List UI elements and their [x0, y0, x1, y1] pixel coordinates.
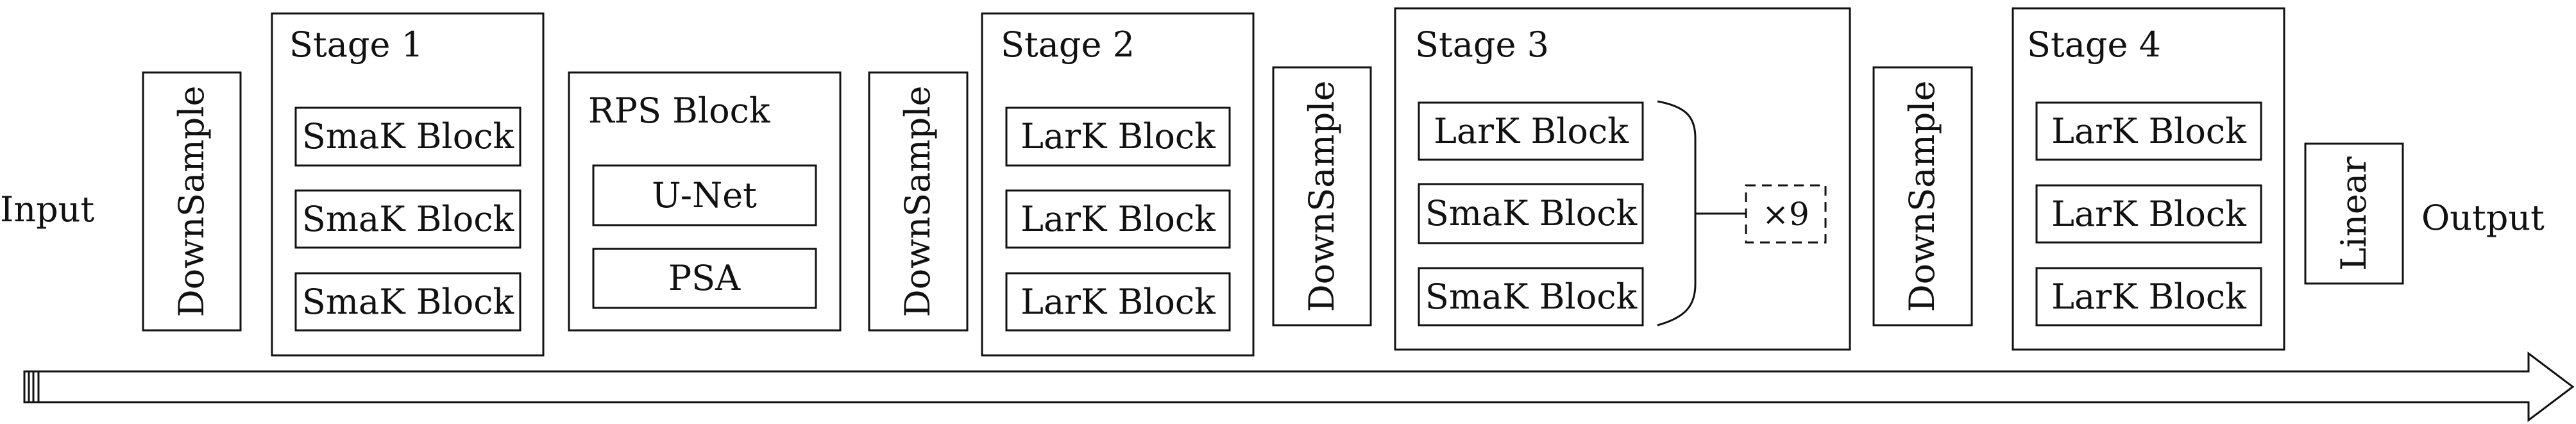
downsample-box-1: [142, 71, 242, 332]
stage4-box: [2012, 7, 2285, 351]
stage3-block-1-label: LarK Block: [1434, 111, 1629, 151]
downsample-label-2: DownSample: [897, 85, 938, 318]
downsample-box-3: [1272, 66, 1372, 326]
stage2-block-3-box: [1005, 272, 1231, 332]
stage1-block-1-box: [294, 106, 521, 167]
rps-unet-box: [592, 164, 817, 226]
stage3-block-1-box: [1418, 101, 1644, 161]
stage2-block-3-label: LarK Block: [1021, 282, 1216, 322]
stage4-title: Stage 4: [2027, 24, 2161, 65]
rps-psa-box: [592, 248, 817, 309]
stage3-box: [1394, 7, 1851, 351]
rps-unet-label: U-Net: [652, 175, 757, 216]
stage3-brace: [1657, 100, 1697, 326]
stage4-block-1-box: [2035, 101, 2262, 161]
rps-title: RPS Block: [588, 90, 770, 131]
stage3-title: Stage 3: [1415, 24, 1549, 65]
stage1-title: Stage 1: [289, 24, 423, 65]
stage1-block-2-label: SmaK Block: [301, 199, 514, 239]
downsample-label-4: DownSample: [1902, 80, 1942, 312]
rps-psa-label: PSA: [668, 258, 741, 298]
flow-arrow: [37, 351, 2575, 423]
stage4-block-3-box: [2035, 267, 2262, 326]
stage3-block-3-box: [1418, 267, 1644, 326]
rps-box: [568, 71, 842, 332]
stage3-repeat-label: ×9: [1762, 196, 1809, 233]
stage1-block-3-box: [294, 272, 521, 332]
stage3-repeat-box: [1745, 184, 1827, 244]
stage1-block-3-label: SmaK Block: [301, 282, 514, 322]
linear-label: Linear: [2334, 157, 2374, 271]
stage3-block-3-label: SmaK Block: [1425, 276, 1638, 317]
downsample-box-4: [1872, 66, 1973, 326]
stage3-block-2-box: [1418, 183, 1644, 244]
stage4-block-2-box: [2035, 184, 2262, 244]
linear-box: [2304, 142, 2404, 285]
stage2-block-1-box: [1005, 106, 1231, 167]
stage1-box: [271, 12, 545, 357]
downsample-box-2: [868, 71, 969, 332]
stage3-block-2-label: SmaK Block: [1425, 193, 1638, 233]
stage2-title: Stage 2: [1001, 24, 1135, 65]
output-label: Output: [2421, 198, 2545, 238]
input-label: Input: [0, 189, 95, 230]
stage1-block-2-box: [294, 189, 521, 249]
downsample-label-1: DownSample: [171, 85, 212, 318]
stage4-block-1-label: LarK Block: [2051, 111, 2246, 151]
stage4-block-3-label: LarK Block: [2051, 276, 2246, 317]
stage2-block-2-box: [1005, 189, 1231, 249]
stage2-block-2-label: LarK Block: [1021, 199, 1216, 239]
downsample-label-3: DownSample: [1301, 80, 1342, 312]
stage4-block-2-label: LarK Block: [2051, 194, 2246, 234]
stage2-block-1-label: LarK Block: [1021, 116, 1216, 157]
stage2-box: [981, 12, 1255, 357]
stage1-block-1-label: SmaK Block: [301, 116, 514, 157]
